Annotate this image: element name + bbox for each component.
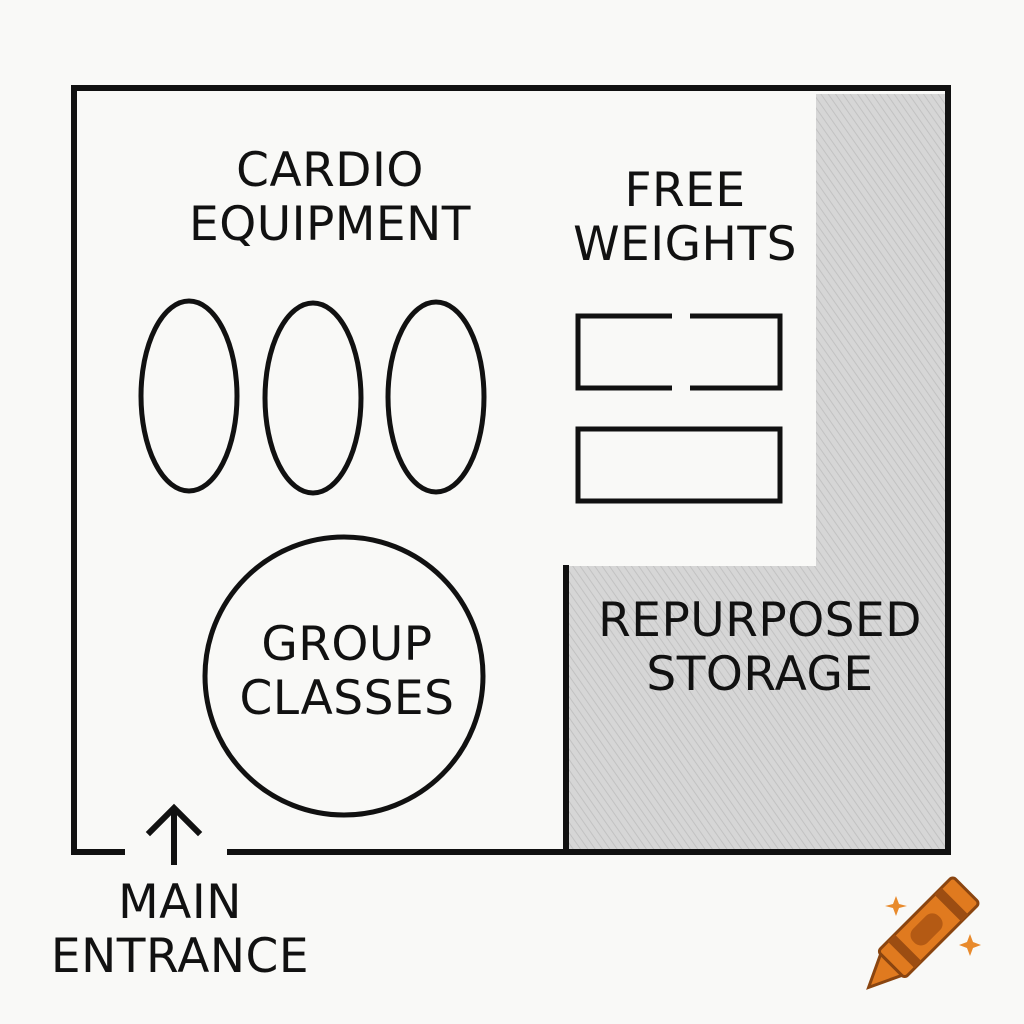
weight-rack <box>575 426 783 504</box>
cardio-machine <box>138 298 240 494</box>
storage-area <box>566 94 946 850</box>
entrance-label-line2: ENTRANCE <box>50 928 310 984</box>
group-label-line2: CLASSES <box>239 670 455 726</box>
group-classes-area <box>202 534 486 818</box>
free-weights-label: FREE WEIGHTS <box>555 164 815 271</box>
outer-walls <box>71 85 951 855</box>
weights-label-line1: FREE <box>624 163 746 218</box>
cardio-label-line1: CARDIO <box>236 143 424 198</box>
repurposed-storage-label: REPURPOSED STORAGE <box>590 594 930 701</box>
up-arrow-icon <box>145 803 203 865</box>
sparkle-icon <box>959 934 981 956</box>
crayon-icon <box>866 876 980 990</box>
sparkle-icon <box>885 896 907 916</box>
entrance-label-line1: MAIN <box>118 875 242 930</box>
cardio-machine <box>262 300 364 496</box>
group-label-line1: GROUP <box>261 617 433 672</box>
main-entrance-label: MAIN ENTRANCE <box>40 876 320 983</box>
group-classes-label: GROUP CLASSES <box>222 618 472 725</box>
weight-rack <box>575 313 783 391</box>
cardio-equipment-label: CARDIO EQUIPMENT <box>170 144 490 251</box>
weights-label-line2: WEIGHTS <box>573 216 797 272</box>
storage-label-line2: STORAGE <box>646 646 874 702</box>
cardio-machine <box>385 299 487 495</box>
storage-label-line1: REPURPOSED <box>598 593 922 648</box>
cardio-label-line2: EQUIPMENT <box>189 196 471 252</box>
